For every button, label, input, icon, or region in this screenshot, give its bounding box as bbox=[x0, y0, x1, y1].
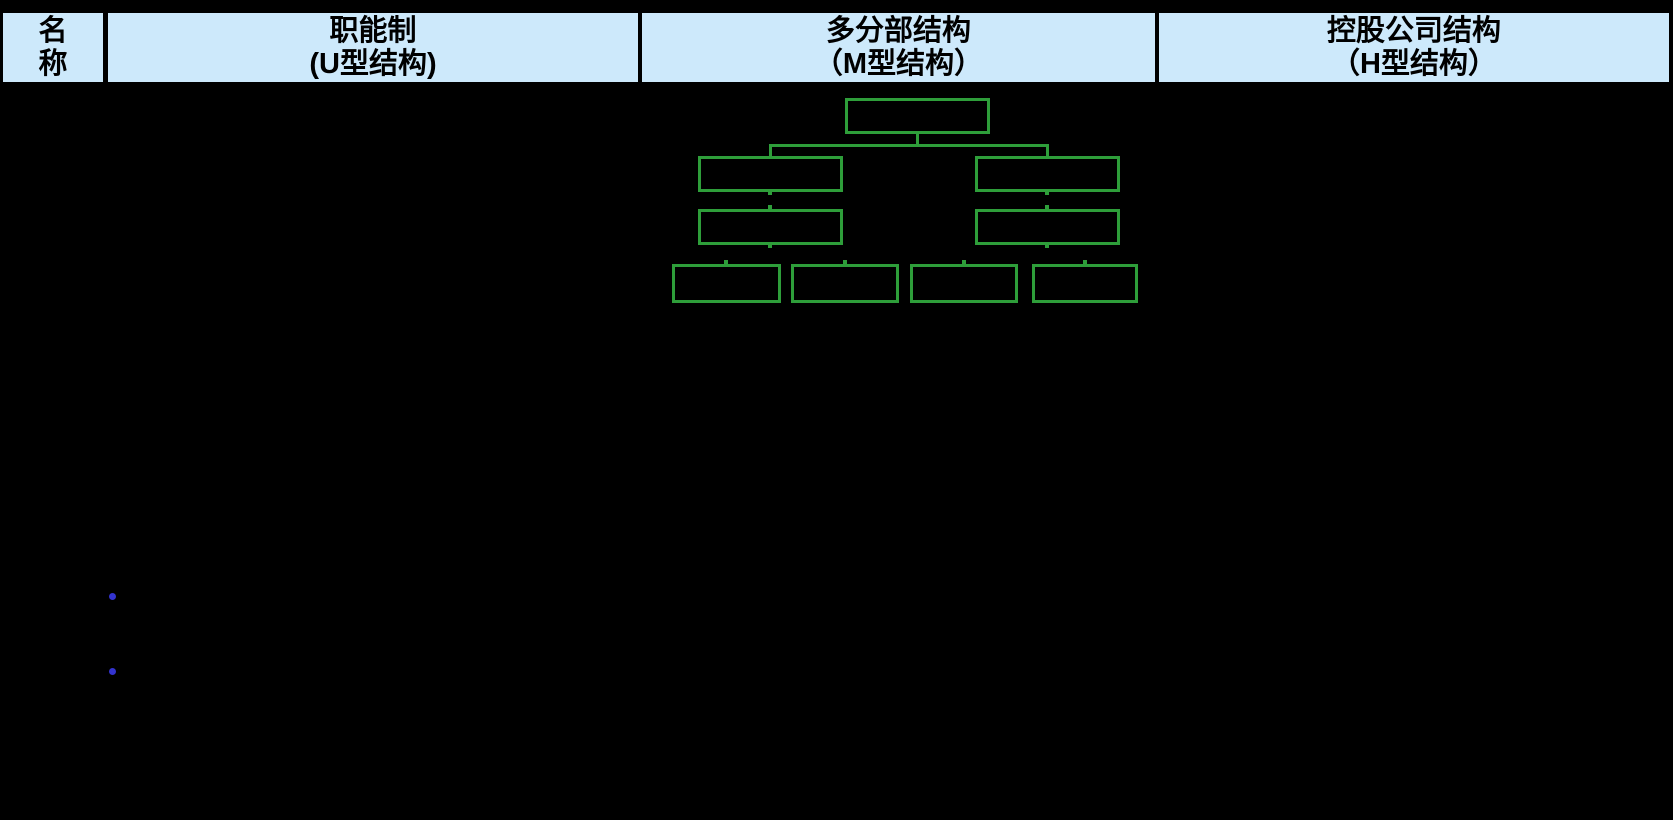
connector-nub bbox=[768, 244, 772, 248]
org-node-level2-left bbox=[698, 156, 843, 192]
org-node-level4-2 bbox=[791, 264, 899, 303]
org-node-level1 bbox=[845, 98, 990, 134]
header-cell-h-type: 控股公司结构 （H型结构） bbox=[1159, 13, 1669, 82]
bullet-dot-2 bbox=[109, 668, 116, 675]
org-node-level2-right bbox=[975, 156, 1120, 192]
connector-top-stub bbox=[916, 132, 919, 146]
header-cell-name-line2: 称 bbox=[38, 47, 68, 80]
connector-nub bbox=[962, 260, 966, 264]
connector-left-stub bbox=[769, 146, 772, 156]
org-node-level4-3 bbox=[910, 264, 1018, 303]
org-node-level4-1 bbox=[672, 264, 781, 303]
header-cell-h-line2: （H型结构） bbox=[1331, 47, 1497, 80]
connector-right-stub bbox=[1046, 146, 1049, 156]
header-cell-u-type: 职能制 (U型结构) bbox=[108, 13, 638, 82]
connector-nub bbox=[768, 205, 772, 209]
header-cell-name: 名 称 bbox=[3, 13, 103, 82]
connector-nub bbox=[724, 260, 728, 264]
org-node-level3-left bbox=[698, 209, 843, 245]
connector-nub bbox=[843, 260, 847, 264]
connector-nub bbox=[768, 191, 772, 195]
connector-nub bbox=[1045, 244, 1049, 248]
connector-nub bbox=[1045, 205, 1049, 209]
connector-nub bbox=[1083, 260, 1087, 264]
connector-nub bbox=[1045, 191, 1049, 195]
connector-horizontal bbox=[769, 144, 1049, 147]
org-node-level4-4 bbox=[1032, 264, 1138, 303]
org-node-level3-right bbox=[975, 209, 1120, 245]
header-cell-u-line1: 职能制 bbox=[329, 14, 417, 47]
header-cell-m-line1: 多分部结构 bbox=[825, 14, 971, 47]
bullet-dot-1 bbox=[109, 593, 116, 600]
header-cell-m-line2: （M型结构） bbox=[813, 47, 984, 80]
header-cell-h-line1: 控股公司结构 bbox=[1326, 14, 1501, 47]
header-cell-m-type: 多分部结构 （M型结构） bbox=[642, 13, 1155, 82]
header-cell-u-line2: (U型结构) bbox=[309, 47, 437, 80]
header-cell-name-line1: 名 bbox=[38, 14, 68, 47]
